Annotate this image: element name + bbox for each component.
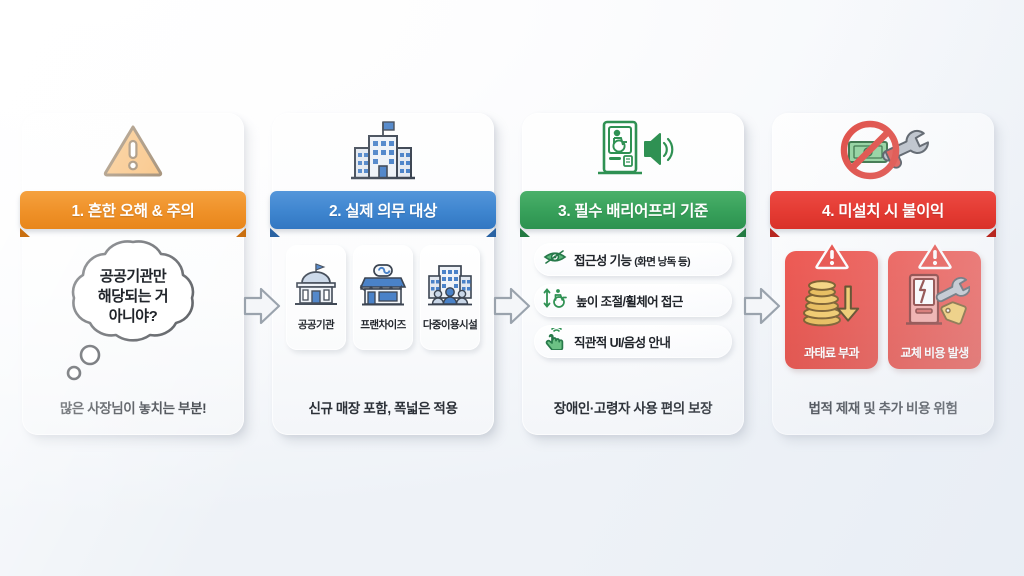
ribbon-tail-right	[986, 228, 996, 237]
panel3-header-label: 3. 필수 배리어프리 기준	[558, 203, 708, 220]
panel4-footer-text: 법적 제재 및 추가 비용 위험	[808, 401, 958, 416]
penalty-box-replacement-cost[interactable]: 교체 비용 발생	[888, 240, 981, 369]
thought-bubble-text: 공공기관만 해당되는 거 아니야?	[97, 268, 169, 325]
panel3-top-icon-area	[522, 113, 744, 191]
flow-arrow-1	[243, 286, 281, 326]
panel4-header-label: 4. 미설치 시 불이익	[821, 203, 945, 220]
tile-public-use-facility[interactable]: 다중이용시설	[420, 245, 480, 350]
penalty-fine-icon-area	[799, 251, 865, 344]
ribbon-tail-right	[736, 228, 746, 237]
government-building-icon	[291, 263, 341, 314]
ribbon-tail-left	[770, 228, 780, 237]
panel1-top-icon-area	[22, 113, 244, 191]
thought-bubble: 공공기관만 해당되는 거 아니야?	[38, 237, 228, 387]
panel2-footer-text: 신규 매장 포함, 폭넓은 적용	[308, 401, 458, 416]
panel-penalties-if-not-installed: 4. 미설치 시 불이익	[770, 113, 996, 435]
requirement-list: 접근성 기능 (화면 낭독 등)	[534, 243, 732, 358]
panel2-header-banner: 2. 실제 의무 대상	[270, 191, 496, 237]
panel1-body: 공공기관만 해당되는 거 아니야?	[22, 233, 244, 435]
panel4-body: 과태료 부과	[772, 233, 994, 435]
panel4-top-icon-area	[772, 113, 994, 191]
crowded-facility-icon	[425, 263, 475, 314]
panel4-header-banner: 4. 미설치 시 불이익	[770, 191, 996, 237]
office-building-icon	[347, 120, 419, 185]
accessible-kiosk-speaker-icon	[590, 120, 676, 185]
panel1-header-banner: 1. 흔한 오해 & 주의	[20, 191, 246, 237]
tile-label: 공공기관	[297, 319, 335, 331]
requirement-label: 직관적 UI/음성 안내	[574, 336, 671, 350]
panel1-header-label: 1. 흔한 오해 & 주의	[71, 203, 195, 220]
requirement-item-intuitive-ui[interactable]: 직관적 UI/음성 안내	[534, 325, 732, 358]
requirement-item-accessibility[interactable]: 접근성 기능 (화면 낭독 등)	[534, 243, 732, 276]
panel2-top-icon-area	[272, 113, 494, 191]
penalty-box-label: 교체 비용 발생	[900, 346, 969, 360]
tile-label: 다중이용시설	[422, 319, 478, 331]
panel3-header-banner: 3. 필수 배리어프리 기준	[520, 191, 746, 237]
tile-franchise[interactable]: 프랜차이즈	[353, 245, 413, 350]
panel2-body: 공공기관	[272, 233, 494, 435]
ribbon-tail-left	[20, 228, 30, 237]
requirement-label: 접근성 기능 (화면 낭독 등)	[574, 254, 691, 268]
tile-public-institution[interactable]: 공공기관	[286, 245, 346, 350]
obligated-target-tiles: 공공기관	[286, 245, 480, 350]
panel-common-misconception: 1. 흔한 오해 & 주의 공공기관만 해당되는 거 아니야? 많은 사장님이 …	[20, 113, 246, 435]
storefront-icon	[358, 263, 408, 314]
ribbon-tail-left	[270, 228, 280, 237]
penalty-replacement-icon-area	[900, 251, 971, 344]
tile-label: 프랜차이즈	[360, 319, 406, 331]
requirement-item-height-wheelchair[interactable]: 높이 조절/휠체어 접근	[534, 284, 732, 317]
panel-actual-obligated-targets: 2. 실제 의무 대상	[270, 113, 496, 435]
panel2-header-label: 2. 실제 의무 대상	[328, 203, 438, 220]
penalty-box-label: 과태료 부과	[804, 346, 860, 360]
tap-hand-icon	[543, 326, 567, 355]
coins-down-arrow-icon	[799, 272, 865, 333]
penalty-boxes: 과태료 부과	[785, 240, 981, 369]
eye-accessibility-icon	[543, 247, 567, 272]
panel3-footer-text: 장애인·고령자 사용 편의 보장	[553, 401, 713, 416]
penalty-box-fine[interactable]: 과태료 부과	[785, 240, 878, 369]
panel-barrier-free-requirements: 3. 필수 배리어프리 기준 접근성 기능 (화면 낭독	[520, 113, 746, 435]
panel1-footer-text: 많은 사장님이 놓치는 부분!	[59, 401, 207, 416]
requirement-label: 높이 조절/휠체어 접근	[576, 295, 683, 309]
height-wheelchair-icon	[543, 287, 569, 314]
panel3-body: 접근성 기능 (화면 낭독 등)	[522, 233, 744, 435]
ribbon-tail-right	[236, 228, 246, 237]
ribbon-tail-left	[520, 228, 530, 237]
ribbon-tail-right	[486, 228, 496, 237]
flow-arrow-3	[743, 286, 781, 326]
warning-triangle-icon	[102, 122, 164, 183]
no-money-wrench-icon	[837, 120, 929, 185]
flow-arrow-2	[493, 286, 531, 326]
broken-kiosk-wrench-pricetag-icon	[900, 271, 971, 334]
warning-triangle-icon	[917, 240, 952, 275]
warning-triangle-icon	[814, 240, 849, 275]
